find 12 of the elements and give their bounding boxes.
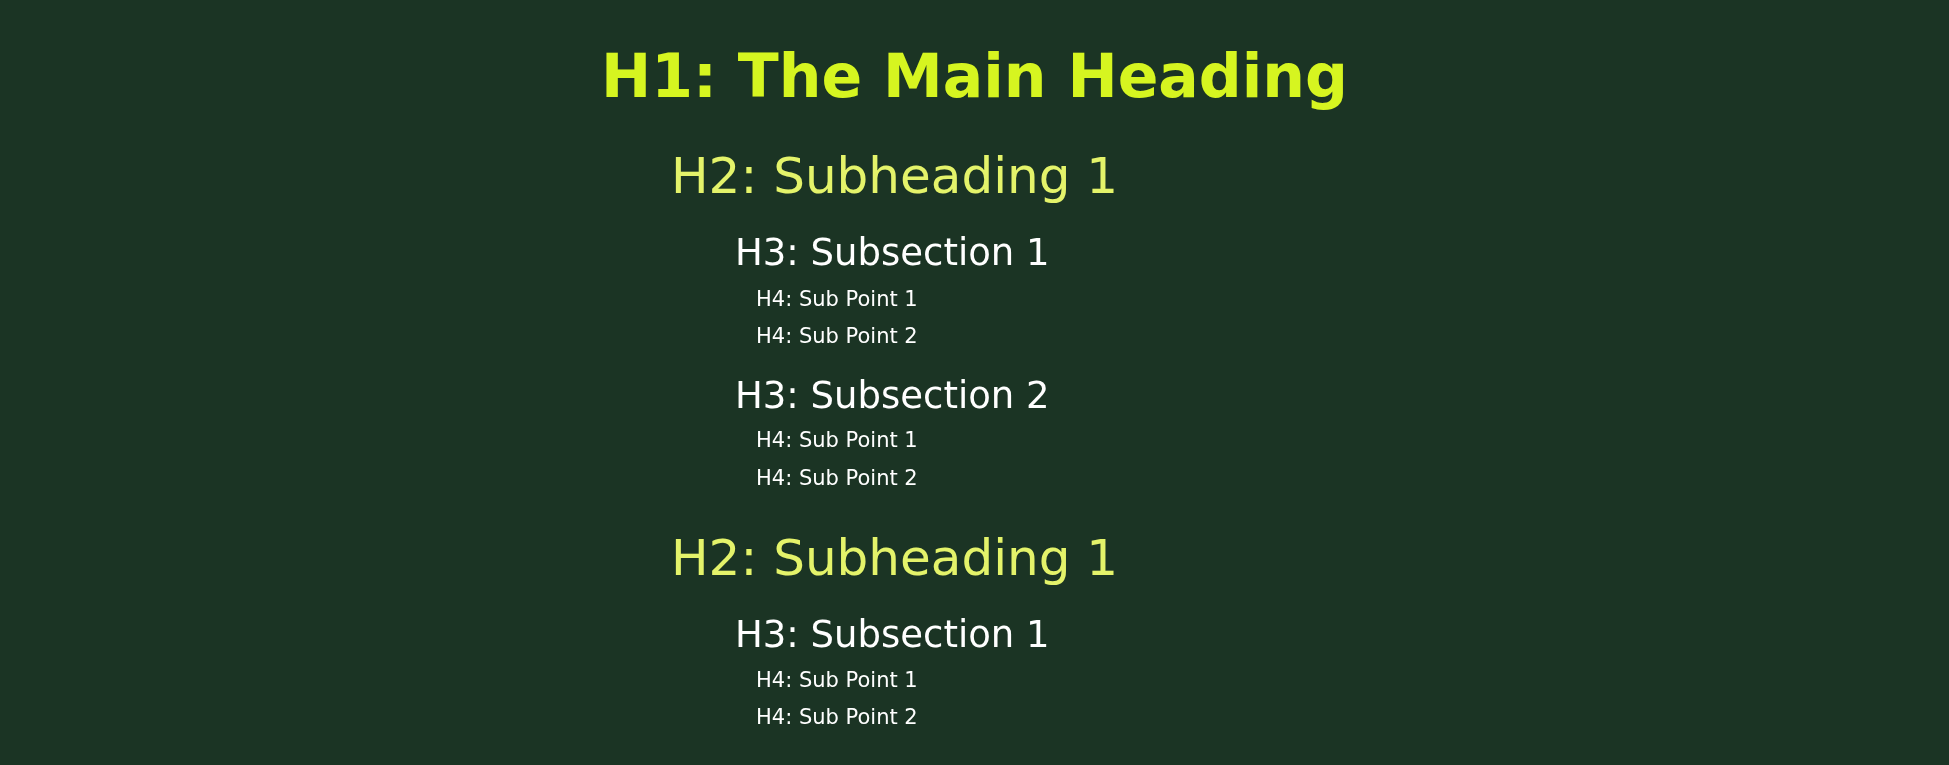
sub-point-text: H4: Sub Point 2: [756, 324, 918, 349]
subsection-heading: H3: Subsection 2: [735, 375, 1050, 418]
main-heading: H1: The Main Heading: [601, 42, 1348, 111]
subheading: H2: Subheading 1: [671, 148, 1119, 206]
sub-point-text: H4: Sub Point 1: [756, 668, 918, 693]
sub-point-text: H4: Sub Point 2: [756, 466, 918, 491]
sub-point-text: H4: Sub Point 1: [756, 287, 918, 312]
subsection-heading: H3: Subsection 1: [735, 614, 1050, 657]
subheading: H2: Subheading 1: [671, 530, 1119, 588]
sub-point-text: H4: Sub Point 2: [756, 705, 918, 730]
sub-point-text: H4: Sub Point 1: [756, 428, 918, 453]
subsection-heading: H3: Subsection 1: [735, 232, 1050, 275]
